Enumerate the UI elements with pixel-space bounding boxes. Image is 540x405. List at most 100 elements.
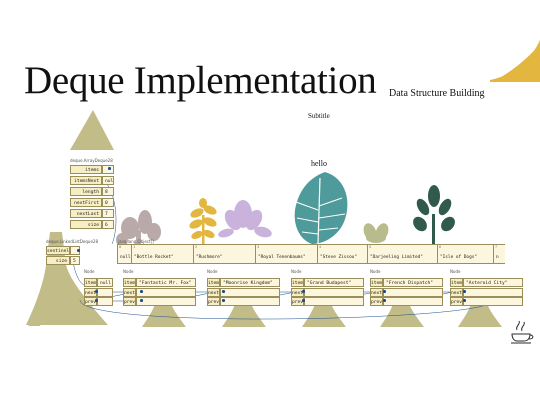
mauve-coral [116, 210, 161, 247]
array-cell-value: n [496, 255, 499, 260]
node-prev-pointer [383, 297, 443, 306]
array-cell: 5 "Darjeeling Limited" [367, 244, 437, 264]
node-next-pointer [220, 288, 280, 297]
gold-fern [189, 198, 217, 245]
array-cell-value: "Rushmore" [196, 255, 223, 260]
hello-label: hello [311, 159, 327, 168]
pointer-dot [140, 299, 143, 302]
array-deque-field-value: 0 [102, 198, 114, 207]
pointer-dot [222, 290, 225, 293]
node-next-pointer [304, 288, 364, 297]
array-cell-index: 5 [369, 245, 372, 249]
array-deque-field-name: nextFirst [70, 198, 102, 207]
node-next-label: next [123, 288, 136, 297]
node-prev-label: prev [207, 297, 220, 306]
node-next-pointer [383, 288, 443, 297]
node-caption: Node [450, 269, 461, 274]
linked-deque-caption: deque.LinkedListDeque28 [46, 239, 99, 244]
teal-leaf [294, 172, 348, 245]
array-cell: 1"Bottle Rocket" [131, 244, 193, 264]
node-next-label: next [207, 288, 220, 297]
node-prev-pointer [97, 297, 113, 306]
array-cell-index: 3 [257, 245, 260, 249]
slide-title: Deque Implementation [24, 59, 377, 102]
pointer-dot [77, 249, 80, 252]
array-deque-field-value: null [102, 176, 114, 185]
node-next-pointer [463, 288, 523, 297]
node-item-value: "Grand Budapest" [304, 278, 364, 287]
linked-deque-field-value: 5 [70, 256, 80, 265]
array-cell-value: "Isle of Dogs" [440, 255, 478, 260]
node-item-label: item [291, 278, 304, 287]
node-next-label: next [370, 288, 383, 297]
pointer-dot [383, 299, 386, 302]
node-next-label: next [84, 288, 97, 297]
node-caption: Node [370, 269, 381, 274]
pointer-dot [383, 290, 386, 293]
node-item-label: item [123, 278, 136, 287]
array-cell-value: null [120, 255, 131, 260]
node-item-label: item [450, 278, 463, 287]
node-next-label: next [450, 288, 463, 297]
node-item-label: item [207, 278, 220, 287]
node-next-label: next [291, 288, 304, 297]
linked-deque-field-value [70, 246, 80, 255]
array-cell-value: "Darjeeling Limited" [370, 255, 423, 260]
gold-corner-arc [490, 40, 540, 82]
array-deque-field-name: nextLast [70, 209, 102, 218]
array-deque-field-value: 7 [102, 209, 114, 218]
array-deque-field-name: items [70, 165, 102, 174]
array-deque-field-value [102, 165, 114, 174]
node-item-value: "Asteroid City" [463, 278, 523, 287]
node-caption: Node [84, 269, 95, 274]
linked-deque-field-name: size [46, 256, 70, 265]
array-deque-field-name: size [70, 220, 102, 229]
node-item-value: "French Dispatch" [383, 278, 443, 287]
node-next-pointer [97, 288, 113, 297]
array-cell-value: "Steve Zissou" [320, 255, 358, 260]
array-cell-index: 7 [495, 245, 498, 249]
node-caption: Node [291, 269, 302, 274]
pointer-dot [95, 290, 98, 293]
node-prev-pointer [304, 297, 364, 306]
slide-tagline: Data Structure Building [389, 88, 485, 99]
node-prev-pointer [136, 297, 196, 306]
node-prev-pointer [220, 297, 280, 306]
node-item-label: item [370, 278, 383, 287]
node-item-value: "Moonrise Kingdom" [220, 278, 280, 287]
lavender-plant [218, 200, 272, 238]
array-cell: 6"Isle of Dogs" [437, 244, 493, 264]
array-cell-index: 4 [319, 245, 322, 249]
linked-deque-field-name: sentinel [46, 246, 70, 255]
array-caption: java.lang.Object[] [118, 239, 154, 244]
array-cell: 4 "Steve Zissou" [317, 244, 367, 264]
array-cell-value: "Royal Tenenbaums" [258, 255, 306, 260]
pointer-dot [302, 290, 305, 293]
array-cell-index: 0 [119, 245, 122, 249]
slide-subtitle: Subtitle [308, 112, 330, 120]
node-item-value: "Fantastic Mr. Fox" [136, 278, 196, 287]
node-prev-label: prev [123, 297, 136, 306]
node-prev-label: prev [450, 297, 463, 306]
node-item-label: item [84, 278, 97, 287]
node-prev-pointer [463, 297, 523, 306]
olive-triangle [70, 110, 114, 150]
pointer-dot [302, 299, 305, 302]
java-logo [511, 320, 534, 344]
node-item-value: null [97, 278, 113, 287]
array-deque-caption: deque.ArrayDeque28 [70, 158, 113, 163]
node-trees [142, 298, 502, 327]
array-cell-index: 1 [133, 245, 136, 249]
array-cell: 2 "Rushmore" [193, 244, 255, 264]
array-cell: 3 "Royal Tenenbaums" [255, 244, 317, 264]
array-deque-field-name: length [70, 187, 102, 196]
array-deque-field-name: itemsNext [70, 176, 102, 185]
node-prev-label: prev [370, 297, 383, 306]
pointer-dot [463, 299, 466, 302]
node-prev-label: prev [84, 297, 97, 306]
array-cell-index: 2 [195, 245, 198, 249]
pointer-dot [222, 299, 225, 302]
pointer-dot [95, 299, 98, 302]
